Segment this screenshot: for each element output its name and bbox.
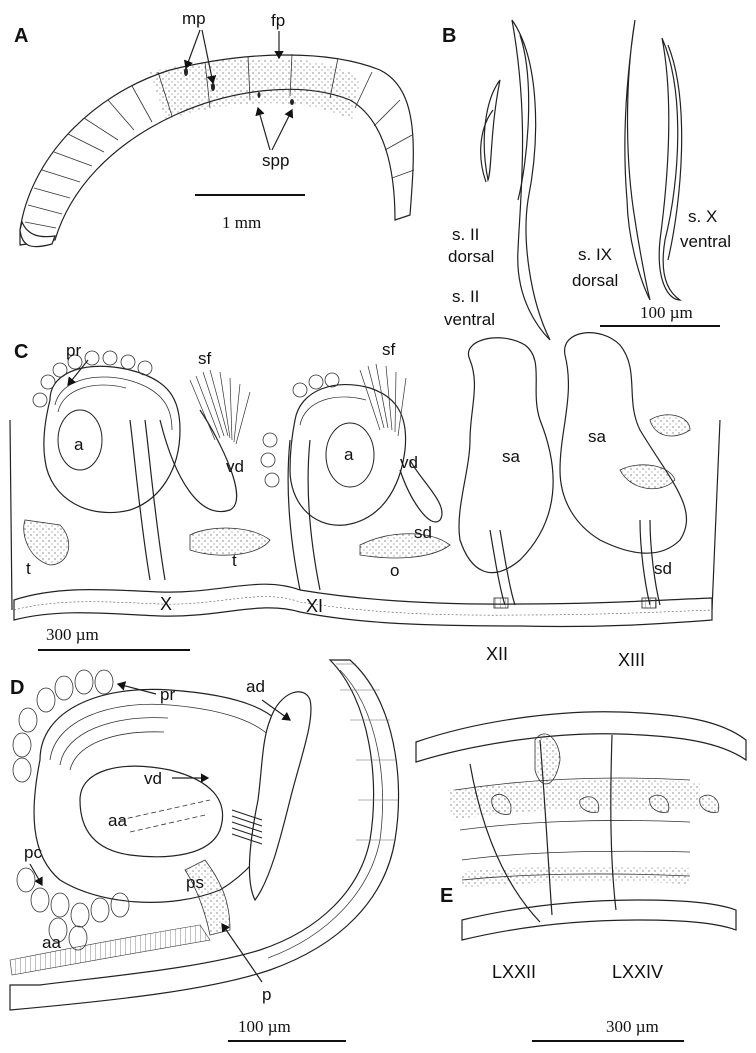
scale-label-a: 1 mm — [222, 213, 261, 232]
label-d-ps: ps — [186, 873, 204, 892]
panel-letter-a: A — [14, 25, 28, 47]
label-spp: spp — [262, 151, 289, 170]
prostate-cells — [12, 669, 130, 951]
segment-lxxii: LXXII — [492, 962, 536, 982]
segment-xiii: XIII — [618, 650, 645, 670]
setae-drawings — [480, 19, 683, 341]
label-s2-ventral-1: s. II — [452, 287, 479, 306]
worm-body — [19, 53, 415, 248]
panel-a: A mp fp spp — [14, 9, 415, 248]
panel-letter-b: B — [442, 25, 456, 47]
atrium-xi — [260, 372, 451, 591]
atrium-detail — [9, 659, 400, 1011]
label-s9-dorsal-1: s. IX — [578, 245, 612, 264]
label-d-ad: ad — [246, 677, 265, 696]
label-fp: fp — [271, 11, 285, 30]
label-s2-dorsal-1: s. II — [452, 225, 479, 244]
label-d-aa-2: aa — [42, 933, 61, 952]
scale-label-b: 100 µm — [640, 303, 693, 322]
segment-lxxiv: LXXIV — [612, 962, 663, 982]
label-c-sd-1: sd — [414, 523, 432, 542]
label-d-pc: pc — [24, 843, 42, 862]
scale-label-d: 100 µm — [238, 1017, 291, 1036]
panel-letter-e: E — [440, 885, 453, 907]
panel-b: B s. II dorsal s. II ventral s. IX dorsa… — [442, 19, 731, 341]
label-c-vd-2: vd — [400, 453, 418, 472]
label-c-pr: pr — [66, 341, 81, 360]
body-wall-c — [9, 419, 721, 628]
label-c-t-1: t — [26, 559, 31, 578]
label-d-aa-1: aa — [108, 811, 127, 830]
label-d-vd: vd — [144, 769, 162, 788]
label-s10-ventral-1: s. X — [688, 207, 717, 226]
label-mp: mp — [182, 9, 206, 28]
scale-label-e: 300 µm — [606, 1017, 659, 1036]
label-c-sa-1: sa — [502, 447, 521, 466]
label-s9-dorsal-2: dorsal — [572, 271, 618, 290]
panel-e: E LXXII LXXIV 300 µm — [415, 711, 747, 1042]
label-c-vd-1: vd — [226, 457, 244, 476]
segment-xii: XII — [486, 644, 508, 664]
segment-xi: XI — [306, 596, 323, 616]
segment-x: X — [160, 594, 172, 614]
spermathecae — [458, 332, 691, 609]
label-c-sf-2: sf — [382, 340, 396, 359]
atrium-x — [23, 350, 271, 581]
sperm-funnels — [189, 363, 407, 445]
label-c-sd-2: sd — [654, 559, 672, 578]
label-s2-dorsal-2: dorsal — [448, 247, 494, 266]
panel-d: D pr — [9, 659, 400, 1042]
label-d-pr: pr — [160, 685, 175, 704]
label-c-t-2: t — [232, 551, 237, 570]
label-s10-ventral-2: ventral — [680, 232, 731, 251]
segments-section — [415, 711, 747, 941]
label-c-sa-2: sa — [588, 427, 607, 446]
label-d-p: p — [262, 985, 271, 1004]
label-c-sf-1: sf — [198, 349, 212, 368]
label-c-a-1: a — [74, 435, 84, 454]
label-c-o: o — [390, 561, 399, 580]
panel-letter-c: C — [14, 341, 28, 363]
scale-label-c: 300 µm — [46, 625, 99, 644]
label-s2-ventral-2: ventral — [444, 310, 495, 329]
panel-letter-d: D — [10, 677, 24, 699]
label-c-a-2: a — [344, 445, 354, 464]
panel-c: C — [9, 332, 721, 670]
